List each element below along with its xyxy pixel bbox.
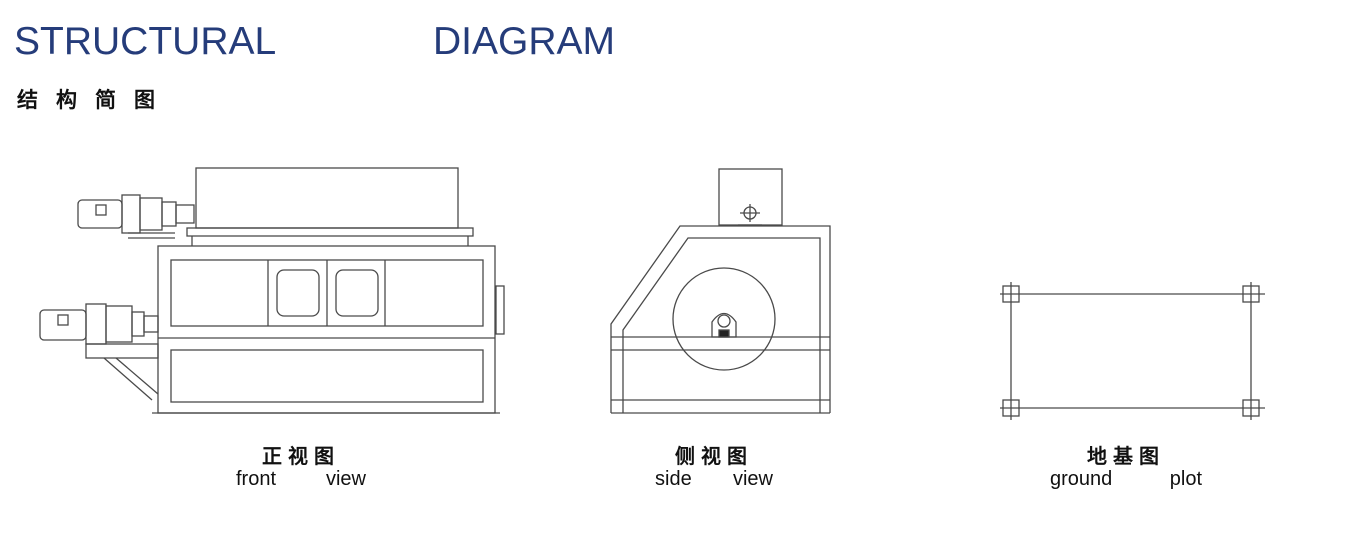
front-view-label-en-2: view: [325, 468, 366, 490]
subtitle-chinese: 结构简图: [17, 88, 173, 112]
front-view-label-en: front view: [236, 468, 366, 491]
ground-plot-label-en-2: plot: [1169, 468, 1202, 490]
side-view-label-en-2: view: [732, 468, 773, 490]
side-view-drawing: [610, 168, 831, 414]
title-structural: STRUCTURAL: [14, 20, 277, 63]
ground-plot-label-en: ground plot: [1050, 468, 1202, 491]
ground-plot-caption: 地基图 ground plot: [1050, 440, 1202, 491]
side-view-caption: 侧视图 side view: [655, 440, 773, 491]
front-view-label-en-1: front: [236, 468, 277, 490]
ground-plot-label-cn: 地基图: [1087, 444, 1165, 468]
side-view-label-en-1: side: [655, 468, 692, 490]
front-view-label-cn: 正视图: [262, 444, 340, 468]
side-view-label-en: side view: [655, 468, 773, 491]
ground-plot-drawing: [1000, 282, 1265, 420]
front-view-drawing: [39, 167, 505, 414]
front-view-caption: 正视图 front view: [236, 440, 366, 491]
ground-plot-label-en-1: ground: [1050, 468, 1113, 490]
title-diagram: DIAGRAM: [433, 20, 616, 63]
side-view-label-cn: 侧视图: [675, 444, 753, 468]
